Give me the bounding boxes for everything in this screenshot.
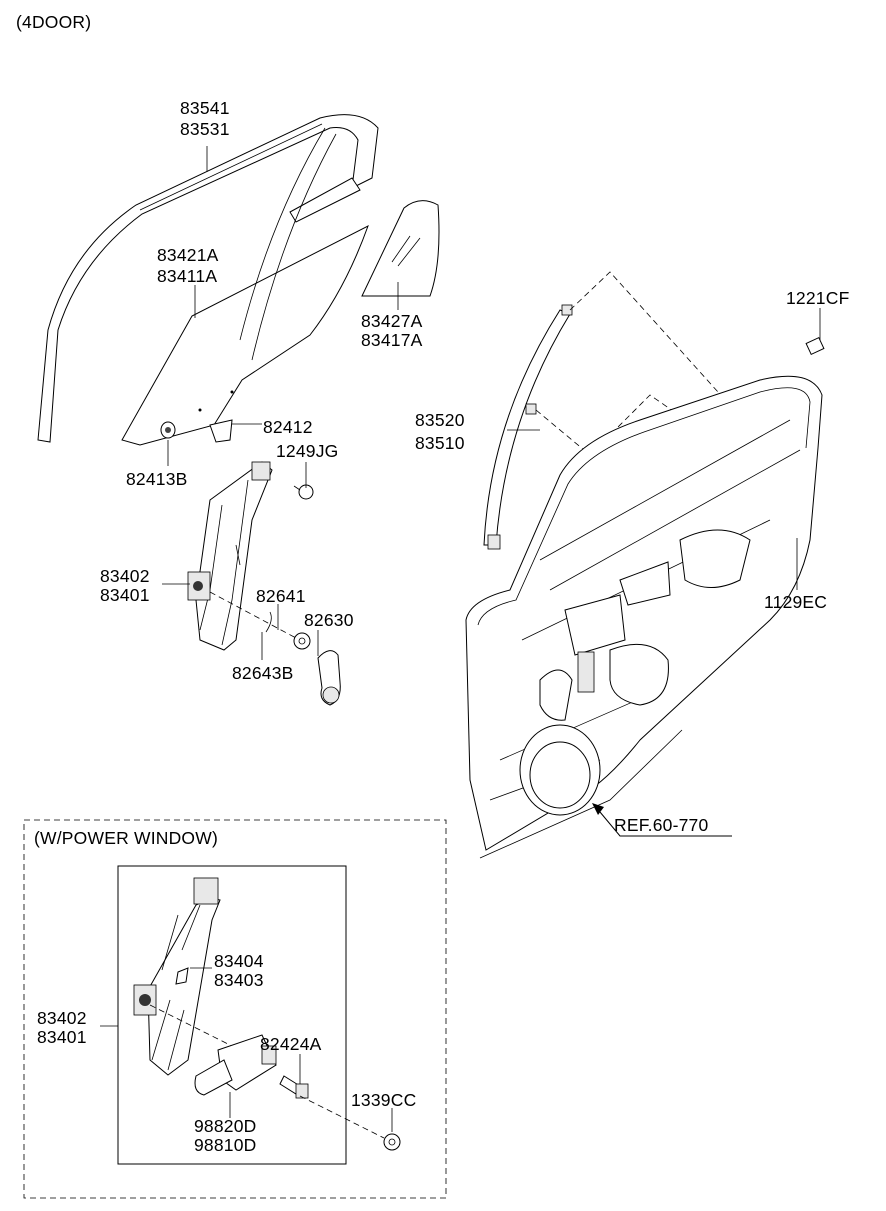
- label-82643b: 82643B: [232, 663, 294, 683]
- washer-82641: [293, 632, 311, 650]
- power-window-inset: [23, 819, 447, 1199]
- view-title: (4DOOR): [16, 12, 92, 32]
- label-83510: 83510: [415, 433, 465, 453]
- bolt-1221cf: [805, 336, 825, 356]
- label-pw-83403: 83403: [214, 970, 264, 990]
- rear-run-channel: [483, 304, 573, 550]
- manual-window-regulator: [187, 461, 273, 651]
- label-1249jg: 1249JG: [276, 441, 339, 461]
- label-82630: 82630: [304, 610, 354, 630]
- label-82641: 82641: [256, 586, 306, 606]
- handle-82630: [317, 650, 341, 706]
- label-82413b: 82413B: [126, 469, 188, 489]
- door-glass: [121, 224, 369, 446]
- label-pw-83404: 83404: [214, 951, 264, 971]
- label-83401: 83401: [100, 585, 150, 605]
- label-83520: 83520: [415, 410, 465, 430]
- ref-arrow: [592, 803, 732, 837]
- label-pw-82424a: 82424A: [260, 1034, 322, 1054]
- label-83541: 83541: [180, 98, 230, 118]
- glass-clip-82413b: [160, 421, 176, 439]
- label-83402: 83402: [100, 566, 150, 586]
- label-83531: 83531: [180, 119, 230, 139]
- label-1221cf: 1221CF: [786, 288, 850, 308]
- label-83417a: 83417A: [361, 330, 423, 350]
- label-pw-98820d: 98820D: [194, 1116, 257, 1136]
- label-83427a: 83427A: [361, 311, 423, 331]
- clip-82643b: [265, 611, 272, 633]
- label-82412: 82412: [263, 417, 313, 437]
- bolt-1249jg: [293, 484, 314, 500]
- leader-lines: [162, 146, 821, 660]
- rear-door-panel: [465, 375, 823, 859]
- label-83411a: 83411A: [157, 266, 218, 286]
- label-ref: REF.60-770: [614, 815, 709, 835]
- glass-bracket-82412: [209, 419, 233, 443]
- label-pw-83402: 83402: [37, 1008, 87, 1028]
- door-frame-molding: [37, 114, 379, 443]
- label-pw-1339cc: 1339CC: [351, 1090, 417, 1110]
- quarter-glass: [361, 200, 440, 297]
- label-pw-98810d: 98810D: [194, 1135, 257, 1155]
- label-1129ec: 1129EC: [764, 592, 828, 612]
- label-83421a: 83421A: [157, 245, 219, 265]
- label-pw-83401: 83401: [37, 1027, 87, 1047]
- power-window-title: (W/POWER WINDOW): [34, 828, 218, 848]
